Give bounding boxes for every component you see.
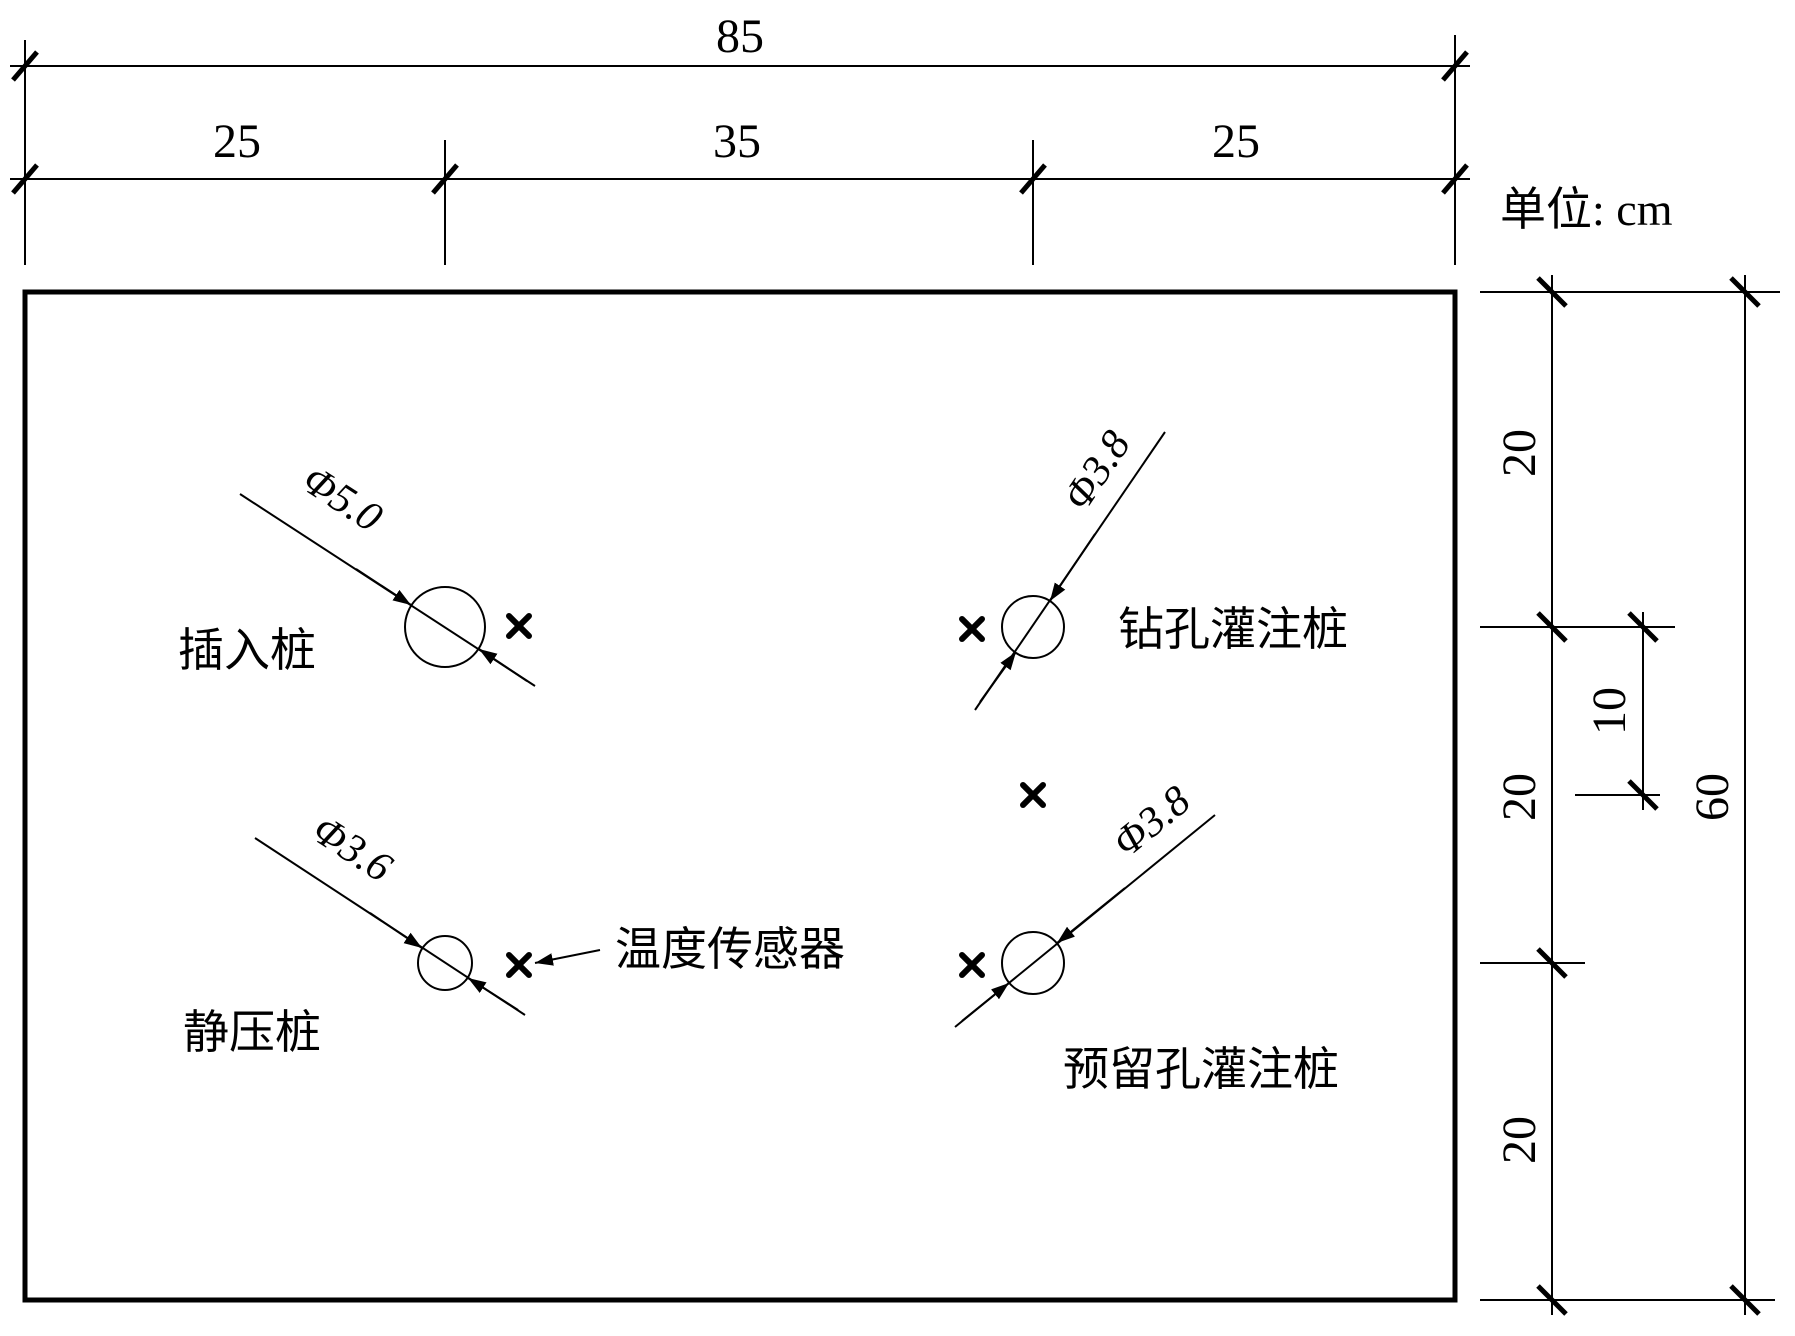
dim-label-20-bottom: 20 <box>1493 1116 1546 1164</box>
leader-jacked-arrow2 <box>467 977 519 1011</box>
leader-sensor <box>534 949 601 966</box>
tick <box>1019 163 1047 195</box>
pile-prebored-circle <box>1001 931 1065 995</box>
sensor-marks <box>506 613 1046 978</box>
diameter-label-prebored: Φ3.8 <box>1105 777 1200 866</box>
dim-label-20-top: 20 <box>1493 429 1546 477</box>
top-dimension-ticks <box>11 50 1469 195</box>
pile-label-jacked: 静压桩 <box>183 1007 321 1058</box>
sensor-x-icon <box>506 613 532 639</box>
dim-label-10: 10 <box>1583 687 1636 735</box>
dim-label-25-right: 25 <box>1212 115 1260 168</box>
leader-jacked-arrow1 <box>369 912 423 949</box>
tick <box>1627 779 1659 811</box>
tick <box>1536 947 1568 979</box>
dim-label-20-mid: 20 <box>1493 773 1546 821</box>
tick <box>1729 1284 1761 1316</box>
tick <box>431 163 459 195</box>
pile-circles <box>404 586 1065 995</box>
diameter-label-bored: Φ3.8 <box>1055 423 1140 519</box>
dim-label-60: 60 <box>1686 773 1739 821</box>
tick <box>1627 611 1659 643</box>
dim-label-35: 35 <box>713 115 761 168</box>
tick <box>1536 1284 1568 1316</box>
sensor-x-icon <box>506 952 532 978</box>
tick <box>1536 611 1568 643</box>
tick <box>1441 163 1469 195</box>
leader-insert-arrow2 <box>478 648 528 682</box>
sensor-x-icon <box>959 952 985 978</box>
right-dimension-ticks <box>1536 276 1761 1316</box>
sensor-label: 温度传感器 <box>615 924 845 975</box>
top-dimension-chain <box>10 35 1470 265</box>
leader-insert-arrow1 <box>355 568 412 606</box>
leader-bored-arrow1 <box>1049 533 1096 602</box>
sensor-x-icon <box>1020 782 1046 808</box>
sensor-x-icon <box>959 616 985 642</box>
leader-prebored-arrow2 <box>961 982 1010 1022</box>
pile-label-bored: 钻孔灌注桩 <box>1118 604 1348 655</box>
diameter-leaders <box>239 431 1216 1028</box>
pile-bored-circle <box>1001 595 1065 659</box>
pile-label-insert: 插入桩 <box>178 625 316 676</box>
pile-insert-circle <box>404 586 486 668</box>
dim-label-25-left: 25 <box>213 115 261 168</box>
leader-bored-arrow2 <box>979 651 1017 703</box>
tick <box>1536 276 1568 308</box>
model-box <box>22 289 1458 1303</box>
unit-label: 单位: cm <box>1500 184 1673 235</box>
tick <box>11 163 39 195</box>
pile-jacked-circle <box>417 935 473 991</box>
diameter-label-insert: Φ5.0 <box>294 457 390 542</box>
pile-label-prebored: 预留孔灌注桩 <box>1063 1044 1339 1095</box>
leader-prebored-arrow1 <box>1056 887 1126 944</box>
dim-label-85: 85 <box>716 10 764 63</box>
tick <box>1729 276 1761 308</box>
tick <box>1441 50 1469 82</box>
tick <box>11 50 39 82</box>
